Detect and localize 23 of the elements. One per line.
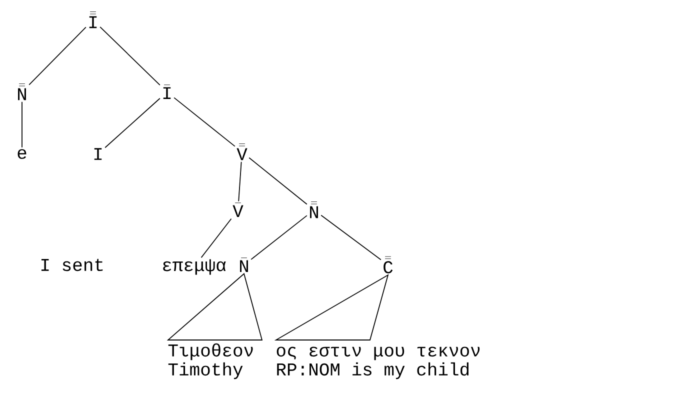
branch-line: [320, 214, 382, 260]
phrase-text: ος εστιν μου τεκνον RP:NOM is my child: [276, 346, 480, 380]
category-label: $\bar{\mathrm{V}}$: [232, 202, 244, 218]
category-label: $\bar{\bar{\mathrm{I}}}$: [89, 12, 97, 28]
word-label: I: [94, 148, 102, 160]
branch-line: [174, 97, 236, 147]
category-label: $\bar{\bar{\mathrm{N}}}$: [310, 202, 318, 218]
branch-line: [200, 218, 232, 258]
branch-line: [104, 98, 160, 148]
word-label: επεμψα: [163, 259, 226, 275]
branch-line: [250, 215, 308, 260]
branch-line: [238, 161, 242, 202]
gloss-text: I sent: [41, 258, 103, 272]
category-label: $\bar{\bar{\mathrm{C}}}$: [384, 256, 393, 274]
category-label: $\bar{\bar{\mathrm{V}}}$: [236, 144, 248, 160]
category-label: $\bar{\bar{\mathrm{N}}}$: [18, 84, 26, 100]
word-label: e: [18, 149, 26, 159]
branch-line: [28, 26, 86, 86]
category-label: $\bar{\mathrm{N}}$: [240, 258, 248, 272]
phrase-text: Τιμοθεον Timothy: [168, 343, 253, 380]
branch-line: [100, 26, 160, 86]
branch-line: [248, 157, 308, 205]
category-label: $\bar{\mathrm{I}}$: [163, 84, 171, 100]
